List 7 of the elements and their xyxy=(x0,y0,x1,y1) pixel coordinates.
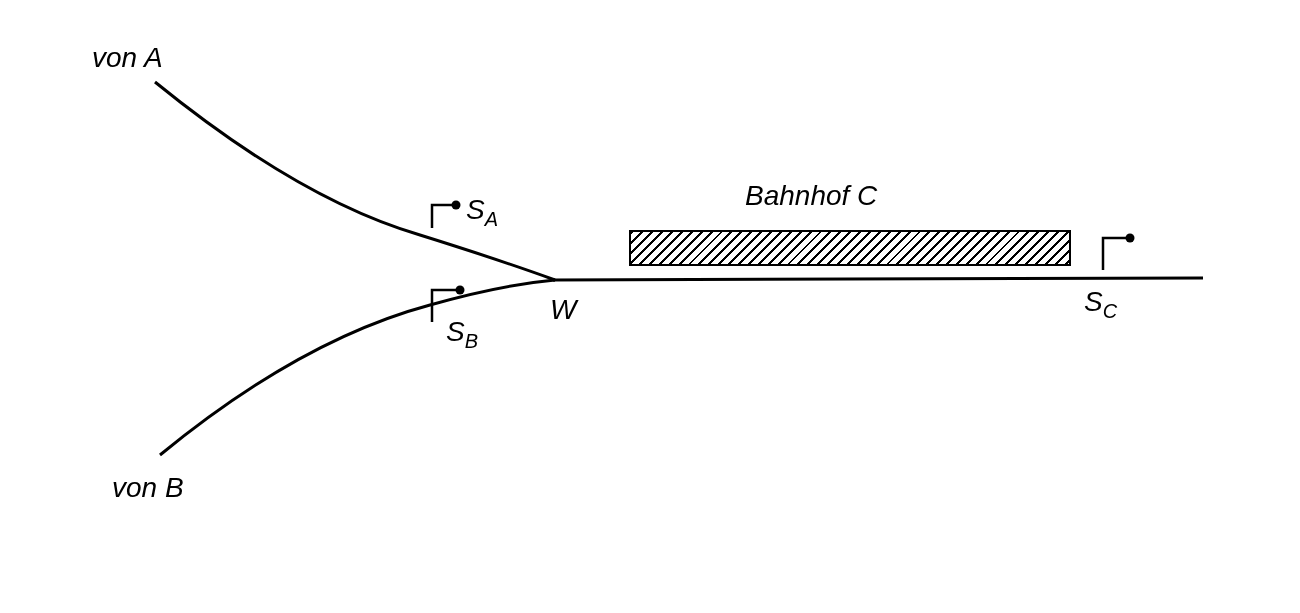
signal-label: S$_{C}$ xyxy=(1084,288,1118,321)
direction-label: von A xyxy=(92,44,163,72)
direction-label: von B xyxy=(112,474,184,502)
signal-label: S$_{A}$ xyxy=(466,196,499,229)
switch-label: W xyxy=(550,296,577,324)
signal-label: S$_{B}$ xyxy=(446,318,479,351)
station-label: Bahnhof C xyxy=(745,182,878,210)
